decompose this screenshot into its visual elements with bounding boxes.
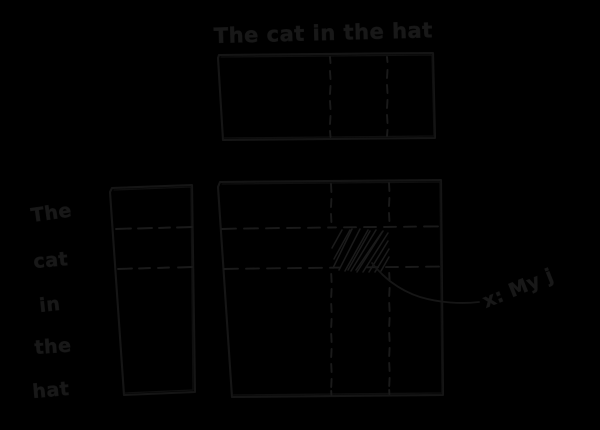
left-panel-border [108, 183, 197, 397]
left-panel-border-overdraw [113, 186, 194, 394]
vertical-label-line-4: hat [32, 378, 71, 403]
top-column-bar [216, 51, 437, 142]
vertical-label-line-1: cat [33, 248, 69, 273]
main-grid-divider-h2 [223, 265, 440, 270]
cell-annotation-label: x: My j [480, 264, 557, 312]
top-panel-divider-1 [329, 56, 332, 138]
top-panel-divider-2 [386, 56, 389, 137]
annotation-leader-line [371, 262, 480, 304]
left-panel-divider-1 [115, 226, 193, 230]
vertical-label-line-2: in [38, 293, 61, 317]
vertical-label-line-0: The [30, 199, 74, 226]
main-grid-divider-v2 [388, 182, 391, 395]
main-grid [216, 178, 445, 399]
main-grid-divider-h1 [221, 225, 439, 230]
top-panel-border-overdraw [220, 54, 435, 139]
left-row-bar [108, 183, 197, 397]
vertical-label-line-3: the [34, 334, 72, 359]
page-title: The cat in the hat [214, 18, 434, 48]
main-grid-divider-v1 [330, 183, 333, 396]
main-panel-border [216, 178, 445, 399]
left-panel-divider-2 [117, 266, 193, 270]
shaded-cell [331, 228, 390, 273]
top-panel-border [216, 51, 437, 142]
vertical-axis-label: The cat in the hat [29, 199, 74, 403]
main-panel-border-overdraw [221, 181, 443, 396]
